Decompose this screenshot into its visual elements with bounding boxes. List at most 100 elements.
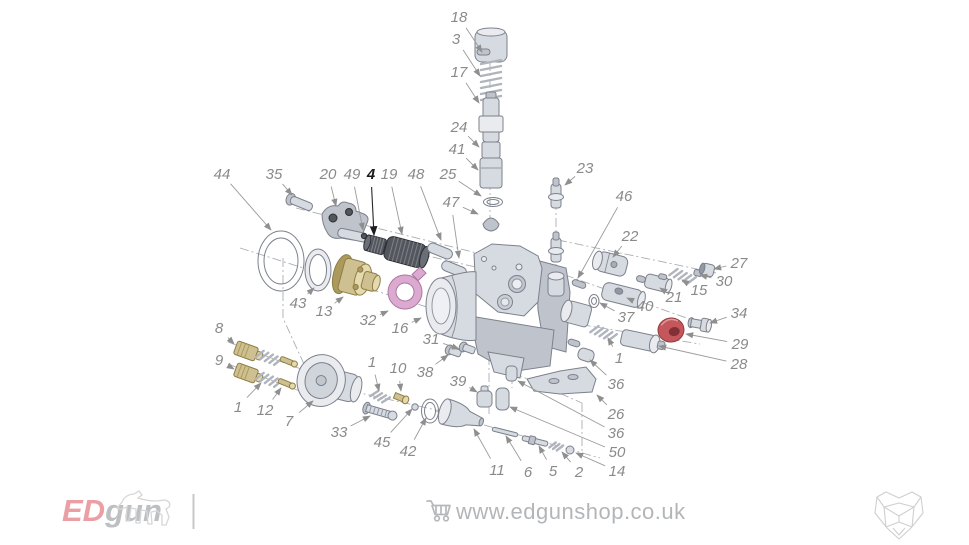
leader-line-37 [599,302,615,312]
leader-line-5 [538,445,547,460]
part-41-cylinder [479,157,503,189]
part-21-valve-stem-right [636,273,673,294]
part-label-31: 31 [423,331,440,348]
leader-line-23 [564,176,576,186]
leader-line-31 [443,342,460,350]
leader-line-49 [354,186,365,231]
part-32-clamp-ring [387,266,427,310]
part-25-washer [483,197,503,207]
part-label-39: 39 [450,373,467,390]
website-link[interactable]: www.edgunshop.co.uk [426,499,686,524]
cart-icon [426,500,451,522]
part-label-1: 1 [234,399,242,416]
leader-line-7 [298,400,314,414]
part-label-33: 33 [331,424,348,441]
part-label-9: 9 [215,352,224,369]
part-18-cap [474,27,508,63]
edgun-logo: EDgun [62,490,195,529]
part-47-seal [482,217,500,232]
leader-line-17 [465,82,480,104]
leader-line-36 [517,380,605,428]
part-label-46: 46 [616,188,633,205]
leader-line-1 [374,374,381,392]
part-label-25: 25 [439,166,457,183]
part-label-20: 20 [319,166,337,183]
part-label-23: 23 [576,160,594,177]
part-38-screws [444,341,476,358]
part-label-18: 18 [451,9,468,26]
website-url[interactable]: www.edgunshop.co.uk [455,499,686,524]
part-label-44: 44 [214,166,231,183]
part-label-29: 29 [731,336,749,353]
leader-line-1 [607,337,615,347]
part-48-pin-upper [427,242,453,260]
leader-line-3 [462,49,481,77]
part-label-21: 21 [665,289,683,306]
part-26-sear-bar [526,366,597,395]
part-17-valve-stem [478,91,504,143]
leader-line-45 [390,408,413,433]
part-45-ball [411,403,419,411]
leader-line-14 [575,452,606,467]
part-label-13: 13 [316,303,333,320]
part-label-47: 47 [443,194,460,211]
part-label-34: 34 [731,305,748,322]
part-label-49: 49 [344,166,361,183]
fox-logo-icon [874,491,924,540]
part-1-spring-mid [369,387,392,406]
leader-line-18 [465,27,483,53]
part-46-pin [571,279,587,289]
part-label-28: 28 [730,356,748,373]
part-label-10: 10 [390,360,407,377]
leader-line-35 [282,183,293,196]
leader-line-16 [411,317,422,324]
part-label-30: 30 [716,273,733,290]
leader-line-22 [612,245,623,258]
parts-layer [233,27,716,455]
part-label-50: 50 [609,444,626,461]
leader-line-50 [509,406,606,448]
part-label-12: 12 [257,402,274,419]
part-label-11: 11 [489,462,505,479]
part-label-43: 43 [290,295,307,312]
part-12-pin-brass-upper [279,356,298,368]
part-label-40: 40 [637,298,654,315]
part-35-pin [285,192,313,212]
leader-line-15 [681,279,690,287]
leader-line-48 [420,186,442,241]
part-label-36: 36 [608,376,625,393]
part-label-42: 42 [400,443,417,460]
leader-line-41 [465,157,479,171]
part-label-17: 17 [451,64,468,81]
part-label-15: 15 [691,282,708,299]
part-22-cylinder [592,250,629,277]
part-6-rod [491,426,519,438]
part-label-1: 1 [615,350,623,367]
leader-line-44 [230,183,272,231]
leader-line-47 [452,214,462,259]
leader-line-19 [391,186,404,235]
part-37-washer [588,294,600,308]
part-label-2: 2 [574,464,584,481]
part-label-5: 5 [549,463,558,480]
leader-line-6 [505,435,522,462]
part-label-45: 45 [374,434,391,451]
leader-line-20 [330,186,338,207]
part-label-36: 36 [608,425,625,442]
part-20-trigger-bracket [321,201,369,243]
part-12-pin-brass-lower [277,378,296,390]
leader-line-46 [577,207,618,279]
part-13-hammer-brass [331,254,381,296]
part-label-19: 19 [381,166,398,183]
leader-line-34 [709,316,727,324]
dog-silhouette-icon [116,490,171,526]
leader-line-8 [226,336,235,345]
part-main-body [469,243,571,379]
part-43-ring [304,248,332,292]
leader-line-2 [561,451,571,463]
leader-line-28 [658,344,727,362]
leader-line-24 [467,135,480,148]
leader-line-36 [589,359,607,376]
part-label-38: 38 [417,364,434,381]
